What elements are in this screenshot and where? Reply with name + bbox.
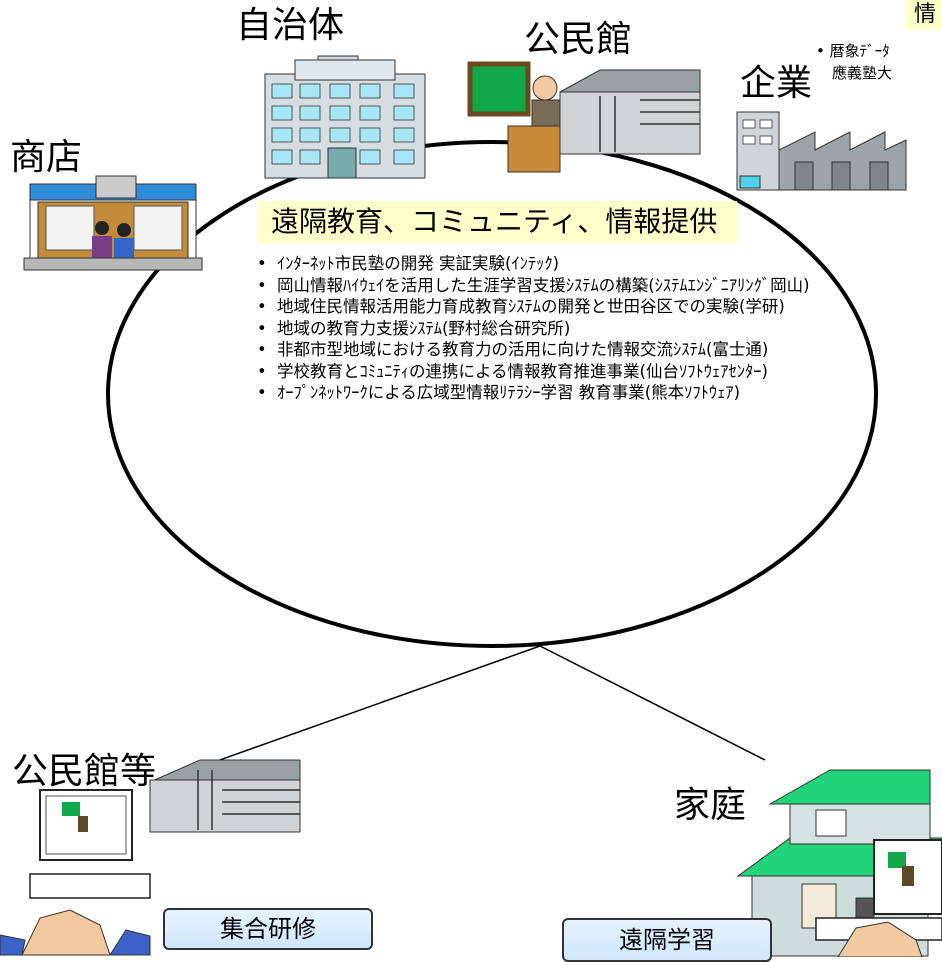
corner-title: 情 <box>914 2 937 27</box>
connector-line-right <box>539 645 766 761</box>
node-label-community-center-etc: 公民館等 <box>12 751 157 792</box>
company-factory-icon <box>736 111 907 191</box>
group-training-label: 集合研修 <box>163 908 373 950</box>
project-item: ｵｰﾌﾟﾝﾈｯﾄﾜｰｸによる広域型情報ﾘﾃﾗｼｰ学習 教育事業(熊本ｿﾌﾄｳｪｱ… <box>255 382 835 404</box>
project-list: ｲﾝﾀｰﾈｯﾄ市民塾の開発 実証実験(ｲﾝﾃｯｸ) 岡山情報ﾊｲｳｪｲを活用した… <box>255 253 835 404</box>
community-center-building-icon <box>149 759 301 833</box>
node-label-community-center: 公民館 <box>524 19 633 60</box>
corner-item: • 暦象ﾃﾞｰﾀ <box>816 42 890 60</box>
shop-storefront-icon <box>23 175 203 271</box>
main-title: 遠隔教育、コミュニティ、情報提供 <box>257 201 737 243</box>
node-label-company: 企業 <box>740 63 813 104</box>
node-label-municipality: 自治体 <box>236 5 345 46</box>
project-item: 岡山情報ﾊｲｳｪｲを活用した生涯学習支援ｼｽﾃﾑの構築(ｼｽﾃﾑｴﾝｼﾞﾆｱﾘﾝ… <box>255 275 835 297</box>
left-computer-icon <box>0 789 151 956</box>
node-label-home: 家庭 <box>674 785 747 826</box>
community-center-lecture-icon <box>467 61 701 173</box>
project-item: 地域住民情報活用能力育成教育ｼｽﾃﾑの開発と世田谷区での実験(学研) <box>255 296 835 318</box>
project-item: 学校教育とｺﾐｭﾆﾃｨの連携による情報教育推進事業(仙台ｿﾌﾄｳｪｱｾﾝﾀｰ) <box>255 361 835 383</box>
node-label-shop: 商店 <box>10 137 83 178</box>
municipality-building-icon <box>264 55 426 179</box>
network-ellipse <box>106 140 878 648</box>
project-item: ｲﾝﾀｰﾈｯﾄ市民塾の開発 実証実験(ｲﾝﾃｯｸ) <box>255 253 835 275</box>
corner-title-box: 情 <box>906 0 942 30</box>
right-computer-icon <box>815 839 942 957</box>
remote-learning-label: 遠隔学習 <box>562 918 772 962</box>
project-item: 非都市型地域における教育力の活用に向けた情報交流ｼｽﾃﾑ(富士通) <box>255 339 835 361</box>
corner-item: 應義塾大 <box>832 64 893 82</box>
connector-line-left <box>185 645 541 773</box>
corner-item-list: • 暦象ﾃﾞｰﾀ 應義塾大 <box>816 40 942 84</box>
project-item: 地域の教育力支援ｼｽﾃﾑ(野村総合研究所) <box>255 318 835 340</box>
